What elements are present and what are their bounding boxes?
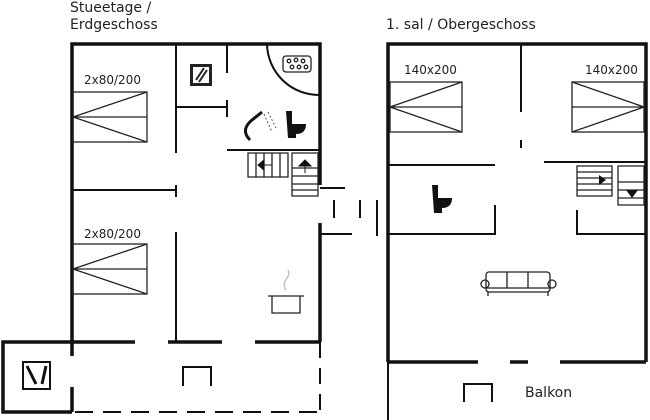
fireplace-icon [182,366,212,386]
sofa-icon [480,271,557,296]
ground-bed1-label: 2x80/200 [84,73,141,87]
jacuzzi-icon [282,55,312,73]
bed-icon [72,91,148,143]
annex-and-terrace [1,340,321,414]
ground-bed2-label: 2x80/200 [84,227,141,241]
upper-fireplace-icon [463,383,493,402]
ground-floor-title-line2: Erdgeschoss [70,17,158,33]
cooking-pot-icon [268,269,304,314]
balcony-label: Balkon [525,385,573,401]
toilet-icon [432,185,452,213]
bed-icon [72,243,148,295]
upper-floor-title: 1. sal / Obergeschoss [386,17,536,33]
washing-machine-icon [190,64,212,86]
upper-bed2-label: 140x200 [585,63,638,77]
fireplace-annex-icon [22,361,51,390]
shower-icon [244,110,277,142]
stairs-icon [247,152,319,197]
upper-bed1-label: 140x200 [404,63,457,77]
bed-icon [389,81,463,133]
upper-floor-walls [386,42,648,420]
ground-floor-walls [70,42,378,344]
stairs-icon [576,165,645,206]
bed-icon [571,81,645,133]
ground-floor-title-line1: Stueetage / [70,0,152,16]
toilet-icon [286,111,306,138]
